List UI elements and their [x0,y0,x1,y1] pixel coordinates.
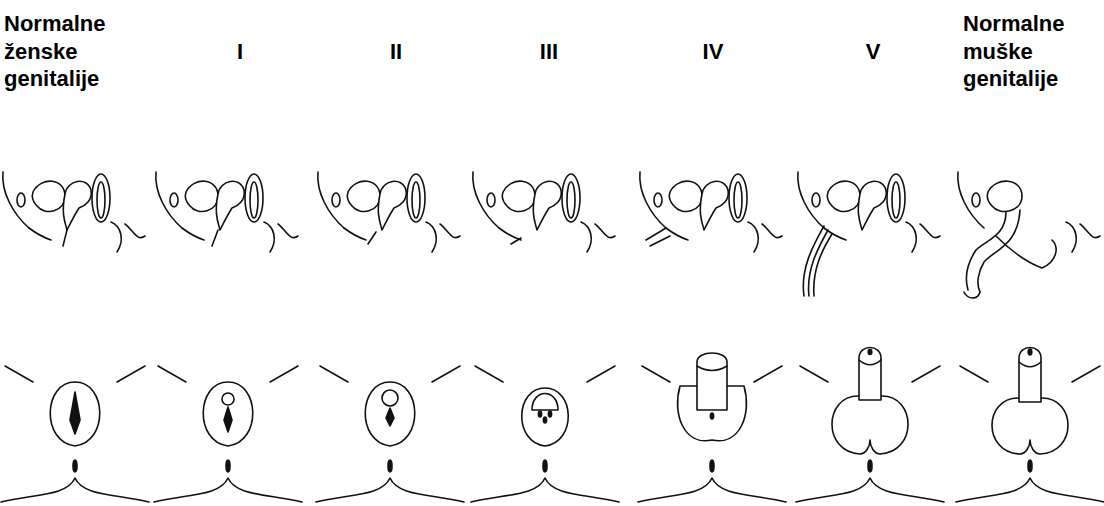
stage-number: II [390,38,402,66]
female-anatomy [50,382,100,446]
prader-stage-two [316,172,464,502]
prader-stage-one [212,230,218,246]
prader-stage-three [473,172,615,252]
prader-stage-three [532,394,558,411]
male-anatomy [1019,348,1041,403]
prader-stage-four [646,228,666,240]
prader-stage-five [814,234,832,296]
male-anatomy [992,398,1068,454]
male-anatomy [958,172,984,228]
male-anatomy [1066,222,1076,252]
prader-stage-two [386,408,394,426]
male-anatomy [996,236,1056,268]
prader-stage-five [868,350,872,355]
prader-stage-four [697,353,727,410]
prader-stage-three [543,417,546,423]
prader-stage-five [798,172,940,252]
stage-number: V [866,38,881,66]
male-anatomy [987,181,1022,211]
prader-stage-five [809,230,828,296]
prader-stage-five [832,396,908,454]
prader-stage-two [382,390,398,406]
stage-number: IV [703,38,724,66]
prader-stage-three [511,238,521,244]
male-anatomy [1080,224,1100,238]
prader-stage-two [365,382,415,446]
prader-stage-three [471,172,619,502]
prader-stage-two [316,366,464,502]
prader-stage-three [548,411,551,417]
prader-stage-four [640,172,782,252]
male-anatomy [1028,349,1032,355]
prader-stage-five [796,172,944,502]
prader-stage-three [471,366,619,502]
column-heading: Normalne ženske genitalije [4,10,154,93]
male-anatomy [1019,362,1041,367]
male-anatomy [964,292,980,298]
male-anatomy [966,212,1006,290]
female-anatomy [1,172,149,502]
prader-stage-two [368,232,376,244]
prader-stage-five [859,348,881,401]
prader-stage-one [224,407,232,432]
prader-stage-four [710,413,713,419]
column-heading: Normalne muške genitalije [963,10,1101,93]
prader-stage-one [154,366,302,502]
prader-stage-five [859,360,881,365]
prader-stage-one [222,393,234,405]
prader-stage-three [538,411,541,417]
stage-number: I [237,38,243,66]
prader-stage-four [638,172,786,502]
female-anatomy [63,230,67,246]
male-anatomy [972,193,980,207]
female-anatomy [3,172,145,252]
stage-number: III [540,38,558,66]
prader-stage-one [203,382,253,446]
female-anatomy [70,392,80,434]
prader-stage-four [697,366,727,371]
prader-stage-two [318,172,460,252]
prader-stage-three [522,388,569,446]
prader-stage-one [154,172,302,502]
prader-stage-four [650,236,670,246]
prader-stage-one [156,172,298,252]
female-anatomy [1,366,149,502]
male-anatomy [956,172,1104,502]
